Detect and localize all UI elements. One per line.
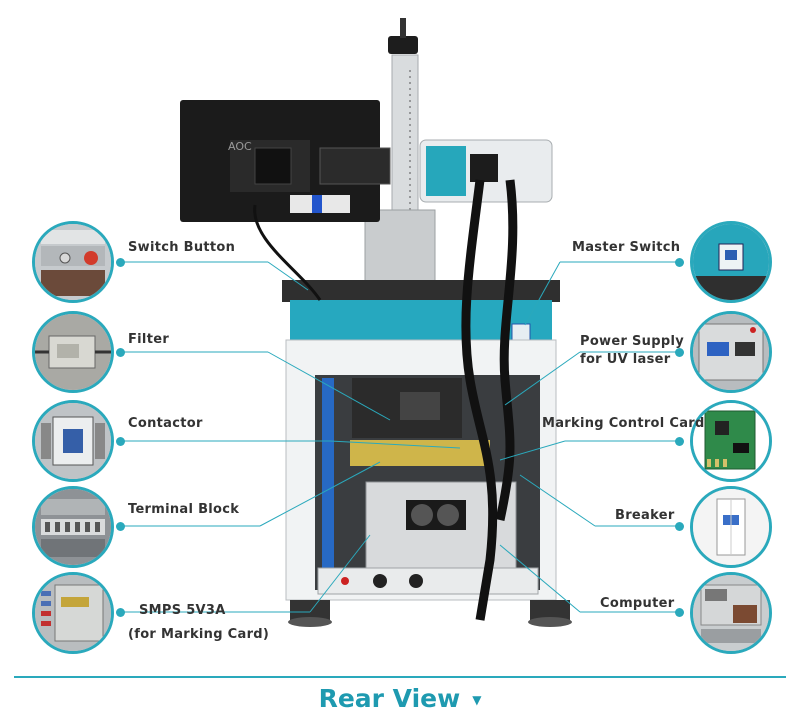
contactor-dot	[116, 437, 125, 446]
breaker-label: Breaker	[615, 508, 675, 523]
computer-label: Computer	[600, 596, 675, 611]
computer-dot	[675, 608, 684, 617]
smps-label-line1: SMPS 5V3A	[139, 603, 226, 618]
master-switch-photo	[690, 221, 772, 303]
footer-title: Rear View ▼	[0, 684, 800, 713]
terminal-block-photo	[32, 486, 114, 568]
smps-photo	[32, 572, 114, 654]
marking-control-card-dot	[675, 437, 684, 446]
triangle-down-icon: ▼	[472, 693, 482, 707]
smps-dot	[116, 608, 125, 617]
footer-divider	[14, 676, 786, 678]
breaker-photo	[690, 486, 772, 568]
switch-button-label: Switch Button	[128, 240, 236, 255]
marking-control-card-label: Marking Control Card	[542, 416, 705, 431]
filter-photo	[32, 311, 114, 393]
marking-control-card-photo	[690, 400, 772, 482]
breaker-dot	[675, 522, 684, 531]
master-switch-dot	[675, 258, 684, 267]
master-switch-label: Master Switch	[572, 240, 681, 255]
power-supply-photo	[690, 311, 772, 393]
power-supply-label-line1: Power Supply	[580, 334, 684, 349]
contactor-label: Contactor	[128, 416, 203, 431]
terminal-block-dot	[116, 522, 125, 531]
contactor-photo	[32, 400, 114, 482]
smps-label-line2: (for Marking Card)	[128, 627, 270, 642]
power-supply-label-line2: for UV laser	[580, 352, 671, 367]
power-supply-dot	[675, 348, 684, 357]
filter-dot	[116, 348, 125, 357]
terminal-block-label: Terminal Block	[128, 502, 240, 517]
filter-label: Filter	[128, 332, 170, 347]
computer-photo	[690, 572, 772, 654]
switch-button-photo	[32, 221, 114, 303]
footer-title-text: Rear View	[318, 684, 461, 713]
switch-button-dot	[116, 258, 125, 267]
monitor-brand-text: AOC	[228, 140, 252, 153]
